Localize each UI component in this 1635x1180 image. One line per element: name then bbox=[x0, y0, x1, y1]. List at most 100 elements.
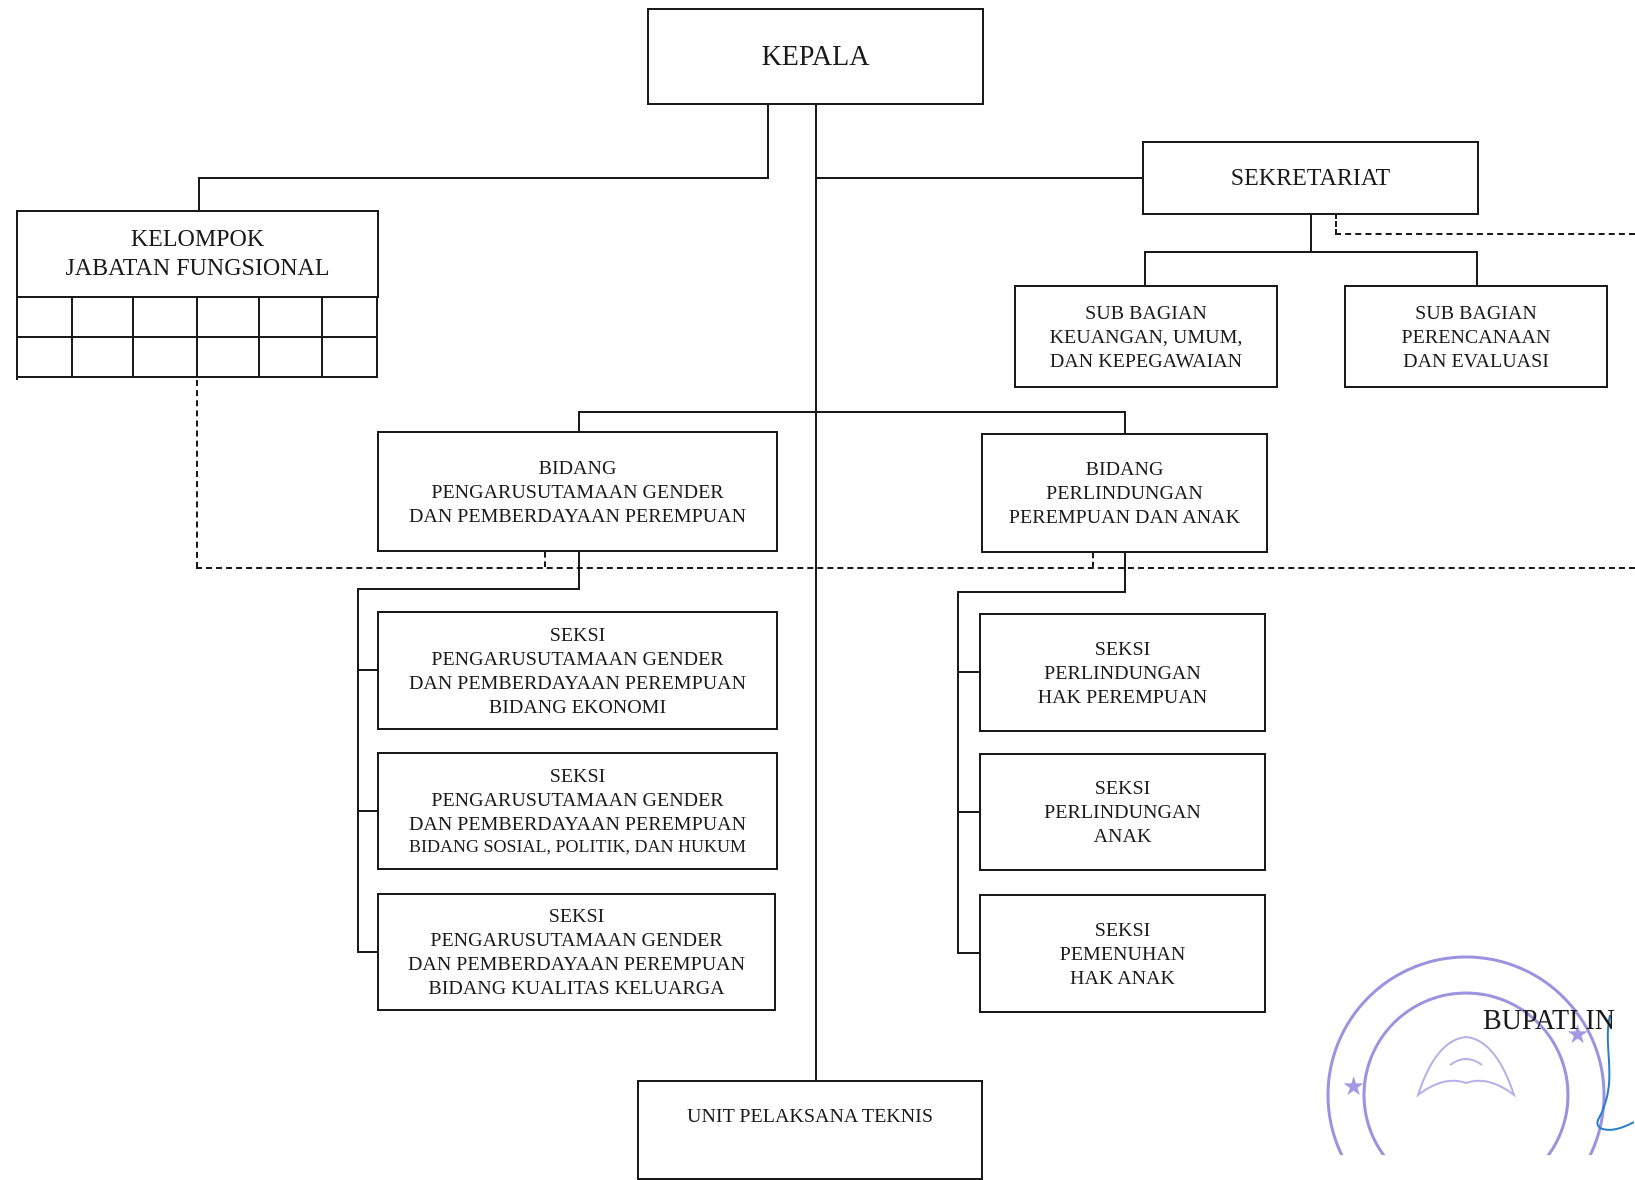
pug-down-line bbox=[578, 552, 580, 590]
seksi-hak-perempuan-line2: PERLINDUNGAN bbox=[1044, 661, 1201, 684]
pug-spine-v bbox=[357, 588, 359, 953]
stamp-star-right: ★ bbox=[1566, 1020, 1589, 1049]
pug-spine-h bbox=[357, 588, 580, 590]
subbag-connector-h bbox=[1144, 251, 1478, 253]
seksi-pug-sosial-line4: BIDANG SOSIAL, POLITIK, DAN HUKUM bbox=[409, 836, 746, 857]
bidang-ppa-line1: BIDANG bbox=[1085, 458, 1164, 480]
kepala-label: KEPALA bbox=[761, 40, 870, 72]
ppa-dashed-stub bbox=[1092, 553, 1094, 567]
signature-scribble bbox=[1596, 1014, 1635, 1131]
pug-tick-1 bbox=[357, 669, 379, 671]
bidang-right-drop bbox=[1124, 411, 1126, 433]
grid-cell bbox=[260, 338, 323, 378]
grid-cell bbox=[260, 298, 323, 338]
subbag-keuangan-box: SUB BAGIAN KEUANGAN, UMUM, DAN KEPEGAWAI… bbox=[1014, 285, 1278, 388]
subbag-keuangan-line1: SUB BAGIAN bbox=[1085, 301, 1207, 324]
seksi-pug-keluarga-box: SEKSI PENGARUSUTAMAAN GENDER DAN PEMBERD… bbox=[377, 893, 776, 1011]
kepala-left-stub bbox=[767, 103, 769, 179]
seksi-anak-box: SEKSI PERLINDUNGAN ANAK bbox=[979, 753, 1266, 871]
kelompok-connector-v bbox=[198, 177, 200, 212]
bidang-pug-line3: DAN PEMBERDAYAAN PEREMPUAN bbox=[408, 504, 747, 527]
bidang-pug-line1: BIDANG bbox=[538, 456, 617, 479]
stamp-star-left: ★ bbox=[1342, 1072, 1365, 1101]
upt-label: UNIT PELAKSANA TEKNIS bbox=[687, 1105, 933, 1127]
grid-cell bbox=[323, 338, 378, 378]
bidang-pug-box: BIDANG PENGARUSUTAMAAN GENDER DAN PEMBER… bbox=[377, 431, 778, 552]
grid-cell bbox=[134, 338, 198, 378]
grid-cell bbox=[134, 298, 198, 338]
pug-dashed-stub bbox=[544, 552, 546, 567]
upt-box: UNIT PELAKSANA TEKNIS bbox=[637, 1080, 983, 1180]
kelompok-line1: KELOMPOK bbox=[130, 226, 265, 253]
subbag-keuangan-line3: DAN KEPEGAWAIAN bbox=[1049, 349, 1243, 372]
seksi-pug-ekonomi-box: SEKSI PENGARUSUTAMAAN GENDER DAN PEMBERD… bbox=[377, 611, 778, 730]
ppa-tick-2 bbox=[957, 811, 979, 813]
seksi-pug-keluarga-line1: SEKSI bbox=[548, 905, 605, 927]
subbag-perencanaan-box: SUB BAGIAN PERENCANAAN DAN EVALUASI bbox=[1344, 285, 1608, 388]
pug-tick-2 bbox=[357, 810, 379, 812]
grid-cell bbox=[198, 338, 260, 378]
seksi-pug-ekonomi-line1: SEKSI bbox=[549, 623, 606, 646]
bidang-ppa-line2: PERLINDUNGAN bbox=[1046, 482, 1203, 504]
kepala-trunk-line bbox=[815, 103, 817, 1103]
seksi-hak-perempuan-line3: HAK PEREMPUAN bbox=[1037, 685, 1208, 708]
bidang-pug-line2: PENGARUSUTAMAAN GENDER bbox=[431, 480, 724, 503]
seksi-pug-ekonomi-line2: PENGARUSUTAMAAN GENDER bbox=[431, 647, 724, 670]
seksi-pug-ekonomi-line3: DAN PEMBERDAYAAN PEREMPUAN bbox=[408, 671, 747, 694]
seksi-pemenuhan-line3: HAK ANAK bbox=[1070, 966, 1175, 989]
grid-cell bbox=[198, 298, 260, 338]
sekretariat-dashed-h bbox=[1335, 233, 1635, 235]
signature-bupati-text: BUPATI IN bbox=[1483, 1005, 1615, 1036]
seksi-hak-perempuan-line1: SEKSI bbox=[1094, 637, 1151, 660]
sekretariat-box: SEKRETARIAT bbox=[1142, 141, 1479, 215]
ppa-spine-v bbox=[957, 591, 959, 954]
grid-cell bbox=[73, 338, 134, 378]
kelompok-dashed-down bbox=[196, 380, 198, 568]
kelompok-fungsional-grid bbox=[16, 296, 379, 380]
ppa-spine-h bbox=[957, 591, 1126, 593]
stamp-rings bbox=[1326, 955, 1606, 1155]
subbag-keuangan-line2: KEUANGAN, UMUM, bbox=[1049, 325, 1243, 348]
ppa-down-line bbox=[1124, 553, 1126, 593]
pug-tick-3 bbox=[357, 951, 379, 953]
seksi-pug-sosial-box: SEKSI PENGARUSUTAMAAN GENDER DAN PEMBERD… bbox=[377, 752, 778, 870]
subbag-perencanaan-line2: PERENCANAAN bbox=[1401, 325, 1551, 348]
bidang-left-drop bbox=[578, 411, 580, 431]
ppa-tick-1 bbox=[957, 671, 979, 673]
seksi-pemenuhan-box: SEKSI PEMENUHAN HAK ANAK bbox=[979, 894, 1266, 1013]
subbag-left-drop bbox=[1144, 251, 1146, 285]
sekretariat-label: SEKRETARIAT bbox=[1230, 164, 1391, 191]
bidang-ppa-line3: PEREMPUAN DAN ANAK bbox=[1008, 506, 1241, 528]
seksi-pug-keluarga-line3: DAN PEMBERDAYAAN PEREMPUAN bbox=[407, 953, 746, 975]
fungsional-dashed-h bbox=[196, 567, 1635, 569]
grid-cell bbox=[18, 298, 73, 338]
grid-cell bbox=[73, 298, 134, 338]
subbag-perencanaan-line3: DAN EVALUASI bbox=[1403, 349, 1549, 372]
seksi-pug-keluarga-line4: BIDANG KUALITAS KELUARGA bbox=[428, 977, 725, 999]
sekretariat-down-line bbox=[1310, 213, 1312, 253]
bidang-connector-h bbox=[578, 411, 1126, 413]
seksi-pug-ekonomi-line4: BIDANG EKONOMI bbox=[488, 695, 667, 718]
seksi-pug-sosial-line2: PENGARUSUTAMAAN GENDER bbox=[431, 789, 724, 812]
seksi-pug-sosial-line3: DAN PEMBERDAYAAN PEREMPUAN bbox=[408, 813, 747, 836]
kelompok-line2: JABATAN FUNGSIONAL bbox=[65, 255, 330, 281]
sekretariat-connector-h bbox=[815, 177, 1142, 179]
seksi-pug-keluarga-line2: PENGARUSUTAMAAN GENDER bbox=[430, 929, 723, 951]
grid-cell bbox=[18, 338, 73, 378]
seksi-hak-perempuan-box: SEKSI PERLINDUNGAN HAK PEREMPUAN bbox=[979, 613, 1266, 732]
bidang-ppa-box: BIDANG PERLINDUNGAN PEREMPUAN DAN ANAK bbox=[981, 433, 1268, 553]
grid-cell bbox=[323, 298, 378, 338]
seksi-anak-line1: SEKSI bbox=[1094, 777, 1151, 799]
stamp-eagle-emblem bbox=[1416, 1035, 1516, 1098]
seksi-pemenuhan-line2: PEMENUHAN bbox=[1059, 942, 1186, 965]
ppa-tick-3 bbox=[957, 952, 979, 954]
seksi-anak-line2: PERLINDUNGAN bbox=[1044, 801, 1201, 823]
kelompok-connector-h bbox=[198, 177, 769, 179]
seksi-pemenuhan-line1: SEKSI bbox=[1094, 918, 1151, 941]
kepala-box: KEPALA bbox=[647, 8, 984, 105]
subbag-perencanaan-line1: SUB BAGIAN bbox=[1415, 301, 1537, 324]
subbag-right-drop bbox=[1476, 251, 1478, 285]
seksi-pug-sosial-line1: SEKSI bbox=[549, 765, 606, 788]
kelompok-jabatan-fungsional-box: KELOMPOK JABATAN FUNGSIONAL bbox=[16, 210, 379, 298]
official-stamp-seal: ★ ★ bbox=[1326, 955, 1606, 1155]
